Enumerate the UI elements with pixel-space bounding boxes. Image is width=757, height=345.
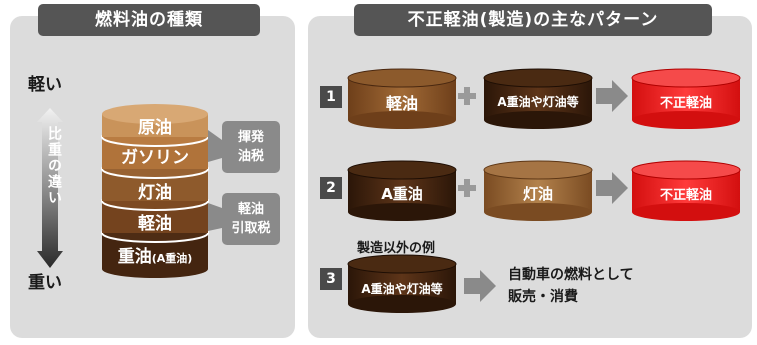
- gasoline-tax-line2: 油税: [237, 149, 264, 164]
- fuel-types-title: 燃料油の種類: [38, 4, 260, 36]
- crude-oil-label: 原油: [138, 118, 172, 138]
- diesel-tax-line1: 軽油: [237, 202, 264, 217]
- pattern2-number-badge: 2: [320, 177, 342, 199]
- kerosene-label: 灯油: [138, 183, 172, 203]
- pattern3-arrow-icon: [464, 270, 496, 302]
- non-manufacturing-example-label: 製造以外の例: [357, 241, 436, 256]
- pattern2-plus-icon: [458, 179, 476, 197]
- pattern2-drum-illegal: [631, 160, 741, 221]
- pattern3-usage-line2: 販売・消費: [508, 289, 578, 305]
- pattern2-drum-heavy: [347, 160, 457, 221]
- gasoline-label: ガソリン: [121, 148, 189, 168]
- pattern3-number-badge: 3: [320, 268, 342, 290]
- pattern1-drum-diesel: [347, 68, 457, 129]
- pattern2-arrow-icon: [596, 172, 628, 204]
- specific-gravity-difference-label: 比重の違い: [46, 126, 62, 206]
- pattern1-plus-icon: [458, 87, 476, 105]
- diesel-delivery-tax-box: 軽油 引取税: [222, 193, 280, 245]
- pattern3-input-label: A重油や灯油等: [361, 282, 443, 296]
- heavy-oil-main: 重油: [117, 247, 152, 267]
- heavy-oil-sub: (A重油): [151, 252, 193, 265]
- illegal-diesel-patterns-title: 不正軽油(製造)の主なパターン: [354, 4, 712, 36]
- pattern1-arrow-icon: [596, 80, 628, 112]
- weight-gradient-arrow: [37, 108, 63, 268]
- layer-crude: [102, 104, 208, 137]
- diesel-tax-line2: 引取税: [231, 221, 271, 236]
- fuel-stack-tank: [101, 104, 222, 278]
- light-label: 軽い: [28, 75, 62, 95]
- diesel-label: 軽油: [138, 214, 172, 234]
- pattern1-drum-illegal: [631, 68, 741, 129]
- pattern2-drum-kerosene: [483, 160, 593, 221]
- pattern1-drum-heavy-kerosene: [483, 68, 593, 129]
- pattern1-number-badge: 1: [320, 86, 342, 108]
- pattern2-input-a-label: A重油: [381, 185, 423, 203]
- pattern1-result-label: 不正軽油: [659, 96, 712, 111]
- gasoline-tax-box: 揮発 油税: [222, 121, 280, 173]
- gasoline-tax-line1: 揮発: [237, 130, 264, 145]
- pattern1-input-b-label: A重油や灯油等: [497, 95, 579, 109]
- pattern3-drum-heavy-kerosene: [347, 254, 457, 313]
- pattern2-result-label: 不正軽油: [659, 188, 712, 203]
- pattern3-usage-text: 自動車の燃料として 販売・消費: [508, 264, 688, 308]
- pattern2-input-b-label: 灯油: [522, 185, 553, 203]
- pattern1-input-a-label: 軽油: [385, 94, 418, 113]
- heavy-label: 重い: [28, 273, 62, 293]
- heavy-oil-label: 重油(A重油): [102, 242, 208, 267]
- pattern3-usage-line1: 自動車の燃料として: [508, 267, 634, 283]
